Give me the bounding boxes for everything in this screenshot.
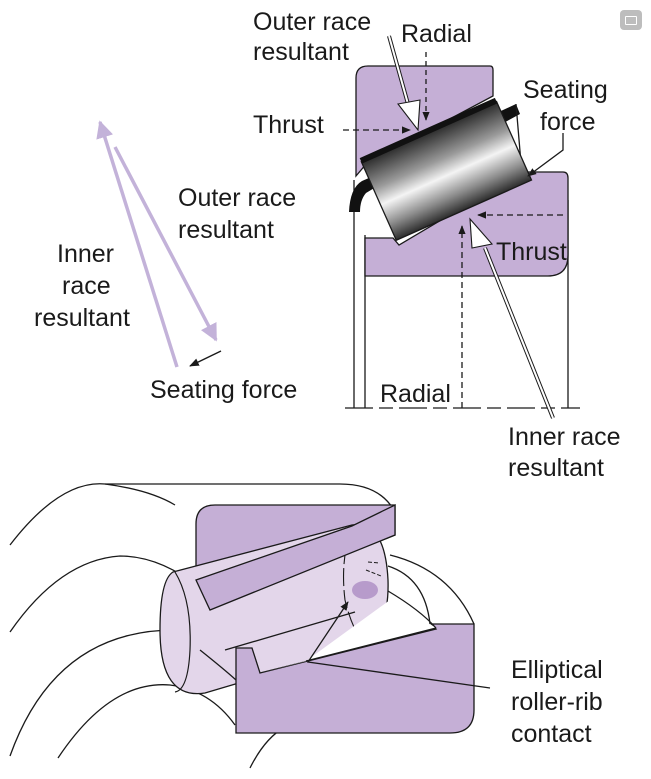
ring-arc-1b: [104, 483, 176, 506]
label-triangle-seating: Seating force: [150, 376, 297, 404]
label-triangle-outer-1: Outer race: [178, 184, 296, 212]
seating-force-leader: [527, 133, 564, 177]
outer-race-front: [195, 503, 396, 611]
label-triangle-inner-2: race: [62, 272, 111, 300]
rib-face: [260, 600, 436, 673]
ring-arc-4: [57, 684, 236, 759]
label-outer-race-resultant-2: resultant: [253, 38, 349, 66]
label-contact-2: roller-rib: [511, 688, 603, 716]
label-outer-race-resultant-1: Outer race: [253, 8, 371, 36]
roller-bottom-edge: [224, 611, 356, 651]
label-radial-bottom: Radial: [380, 380, 451, 408]
image-icon-frame: [625, 15, 637, 25]
label-thrust-left: Thrust: [253, 111, 324, 139]
hatch-2: [365, 569, 382, 577]
ring-arc-1: [9, 483, 396, 546]
outer-race-resultant-arrow: [387, 35, 421, 132]
label-seating-force-1: Seating: [523, 76, 608, 104]
hatch-1: [367, 561, 381, 564]
label-triangle-outer-2: resultant: [178, 216, 274, 244]
cone-rib: [235, 623, 475, 734]
label-triangle-inner-1: Inner: [57, 240, 114, 268]
label-inner-race-resultant-2: resultant: [508, 454, 604, 482]
roller-end-small: [174, 571, 191, 693]
label-contact-3: contact: [511, 720, 592, 748]
label-triangle-inner-3: resultant: [34, 304, 130, 332]
bearing-edge-left: [199, 649, 237, 681]
top-bearing-section: Outer race resultant Radial Thrust Seati…: [253, 8, 621, 482]
image-icon[interactable]: [620, 10, 642, 30]
label-contact-1: Elliptical: [511, 656, 603, 684]
tapered-roller: [359, 97, 533, 242]
label-seating-force-2: force: [540, 108, 596, 136]
inner-race-cone: [364, 171, 569, 277]
rib-face-edge: [305, 627, 437, 662]
seating-force-vector: [189, 350, 222, 367]
ring-arc-2: [9, 555, 201, 633]
label-inner-race-resultant-1: Inner race: [508, 423, 621, 451]
contact-leader: [306, 601, 491, 689]
force-triangle: Outer race resultant Inner race resultan…: [34, 120, 297, 404]
rib-arc-3: [389, 554, 475, 625]
label-thrust-right: Thrust: [496, 238, 567, 266]
rib-arc-1: [387, 590, 437, 629]
outer-race-resultant-vector: [113, 146, 218, 342]
rib-arc-2: [387, 565, 431, 625]
label-radial-top: Radial: [401, 20, 472, 48]
contact-spot: [352, 581, 378, 599]
roller-rib-detail: Elliptical roller-rib contact: [9, 483, 603, 769]
inner-race-resultant-vector: [96, 120, 179, 368]
inner-race-resultant-arrow: [469, 217, 555, 419]
